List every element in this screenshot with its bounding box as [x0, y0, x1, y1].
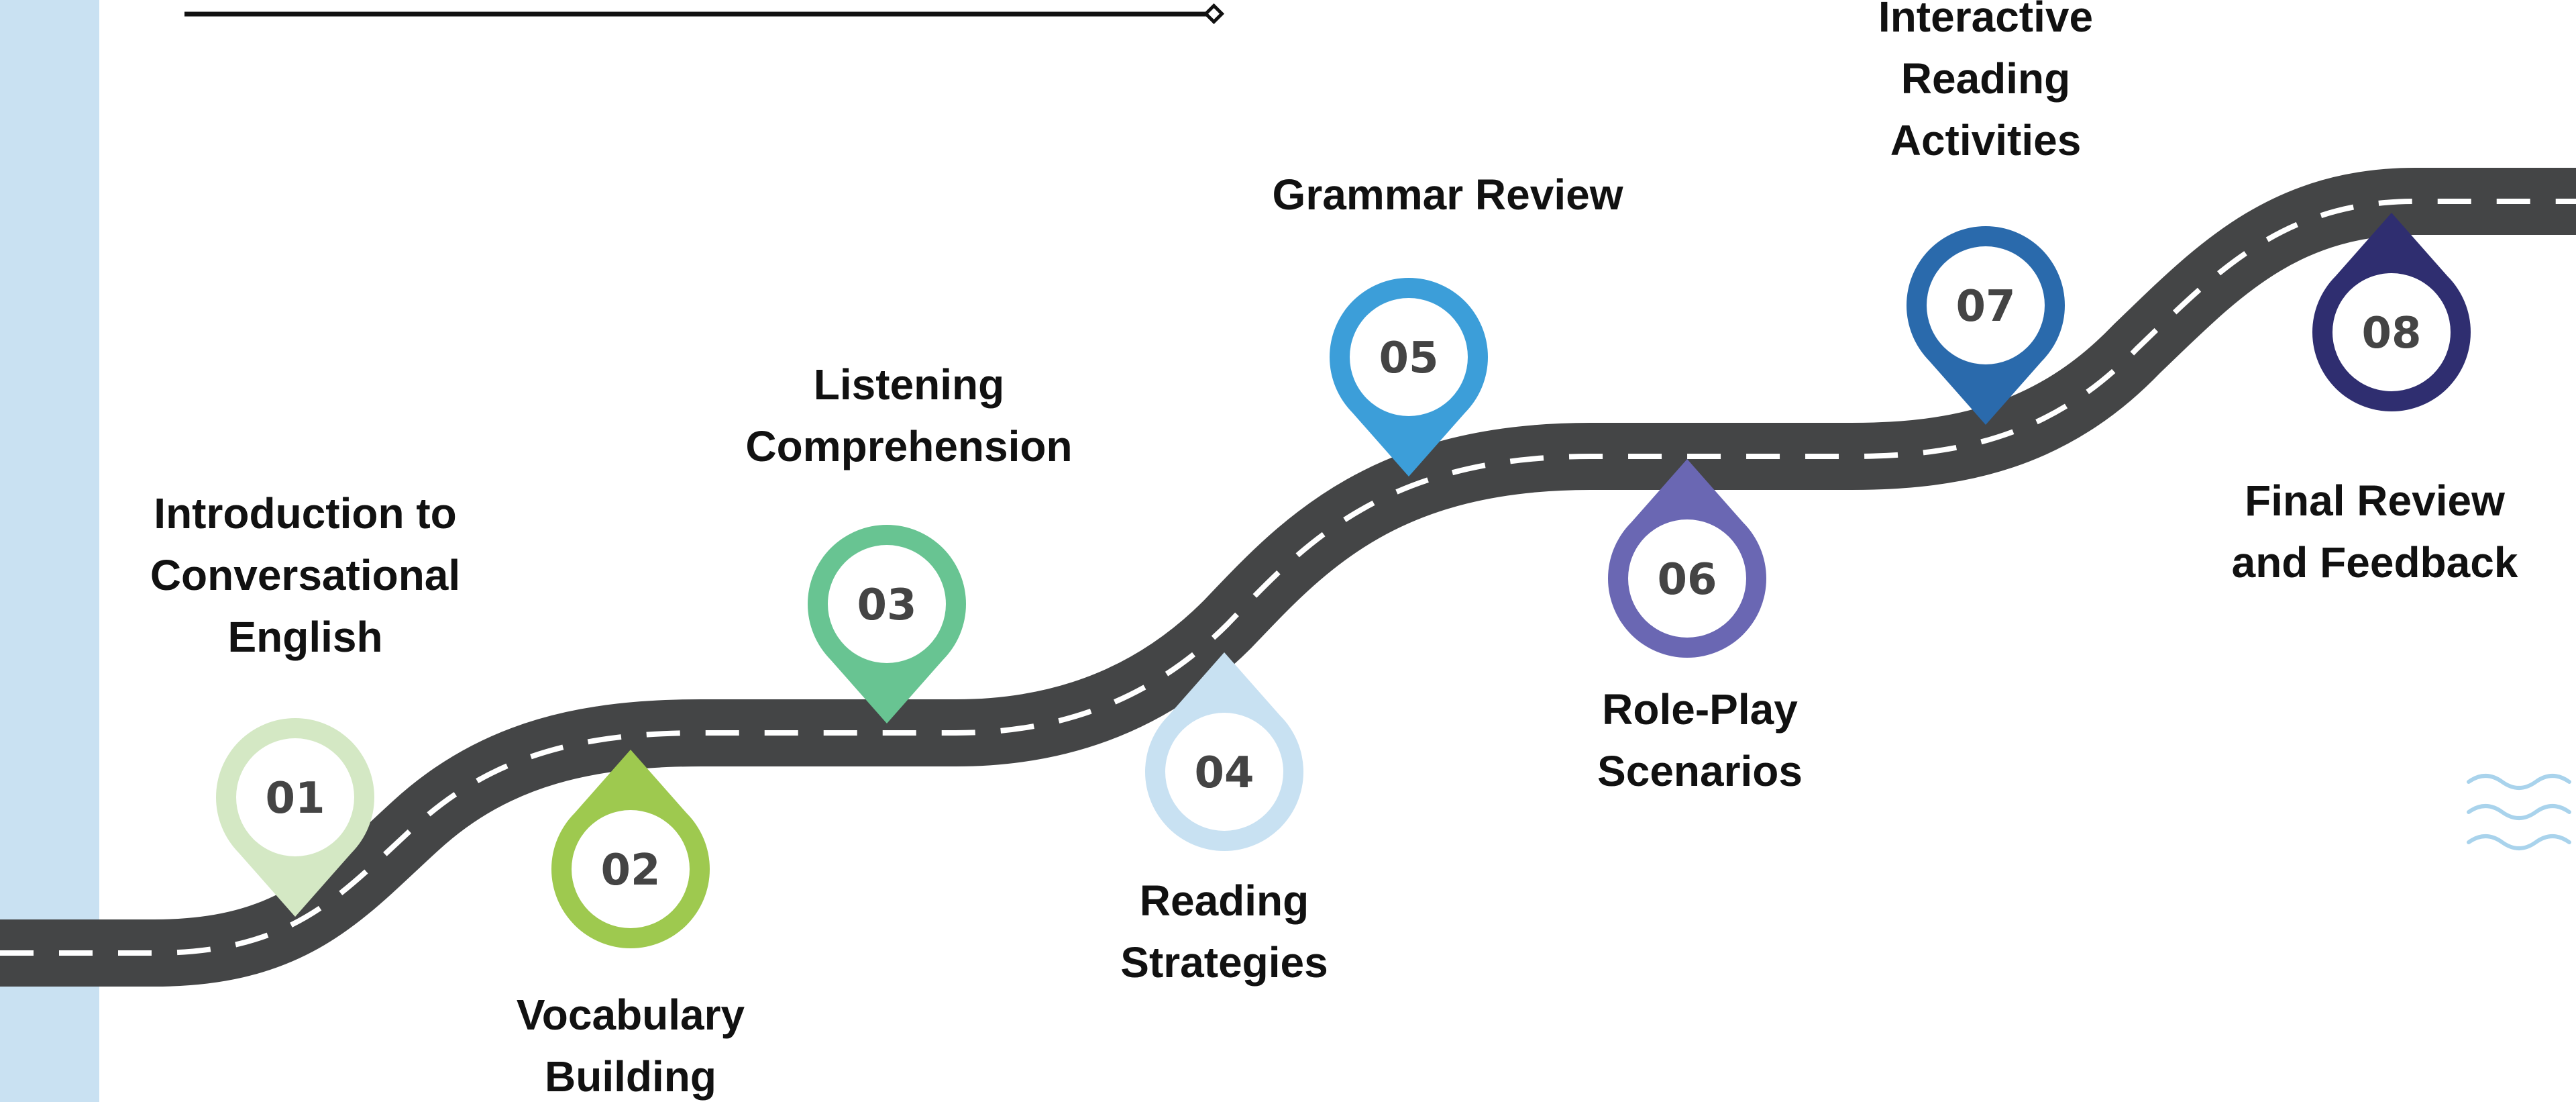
- pin-inner-circle: [828, 545, 946, 663]
- milestone-label-line: and Feedback: [2232, 538, 2518, 587]
- pin-inner-circle: [1350, 298, 1468, 416]
- pin-inner-circle: [2332, 273, 2451, 391]
- milestone-label-line: Listening: [814, 360, 1004, 409]
- wave-decoration: [2467, 774, 2571, 850]
- milestone-label-line: Strategies: [1120, 938, 1328, 987]
- milestone-number: 02: [600, 846, 660, 895]
- pin-inner-circle: [1628, 519, 1746, 638]
- left-side-band: [0, 0, 99, 1102]
- milestone-label-line: Reading: [1140, 876, 1309, 925]
- milestone-label: Final Review and Feedback: [2232, 477, 2518, 587]
- milestone-number: 03: [857, 581, 916, 630]
- milestone-label-line: Grammar Review: [1273, 170, 1623, 219]
- road: [0, 168, 2576, 987]
- milestone-label: Grammar Review: [1273, 170, 1623, 219]
- milestone-label-line: Building: [545, 1052, 716, 1101]
- milestone-label-line: Comprehension: [745, 422, 1072, 470]
- milestone-number: 08: [2361, 309, 2421, 358]
- milestone-label-line: Interactive: [1878, 0, 2093, 41]
- pin-inner-circle: [1927, 246, 2045, 364]
- milestone-label-line: Vocabulary: [517, 991, 745, 1039]
- title-rule: [184, 3, 1225, 25]
- milestone-label-line: English: [227, 613, 382, 661]
- milestone-label-line: Scenarios: [1597, 747, 1803, 795]
- milestone-number: 07: [1955, 282, 2015, 332]
- milestone-label-line: Activities: [1890, 116, 2082, 164]
- milestone-label-line: Final Review: [2245, 477, 2505, 525]
- pin-inner-circle: [1165, 713, 1283, 831]
- pin-inner-circle: [236, 738, 354, 856]
- milestone-number: 04: [1194, 748, 1254, 798]
- milestone-number: 01: [265, 774, 325, 823]
- milestone-number: 05: [1379, 334, 1438, 383]
- road-center-dashes: [0, 199, 2576, 956]
- milestone-05: 05 Grammar Review: [1273, 170, 1623, 477]
- milestone-label-line: Reading: [1901, 54, 2070, 103]
- pin-inner-circle: [572, 810, 690, 928]
- milestone-number: 06: [1657, 555, 1717, 605]
- milestone-label-line: Role-Play: [1602, 685, 1798, 734]
- milestone-label-line: Conversational: [150, 551, 460, 599]
- milestone-label-line: Introduction to: [154, 489, 456, 538]
